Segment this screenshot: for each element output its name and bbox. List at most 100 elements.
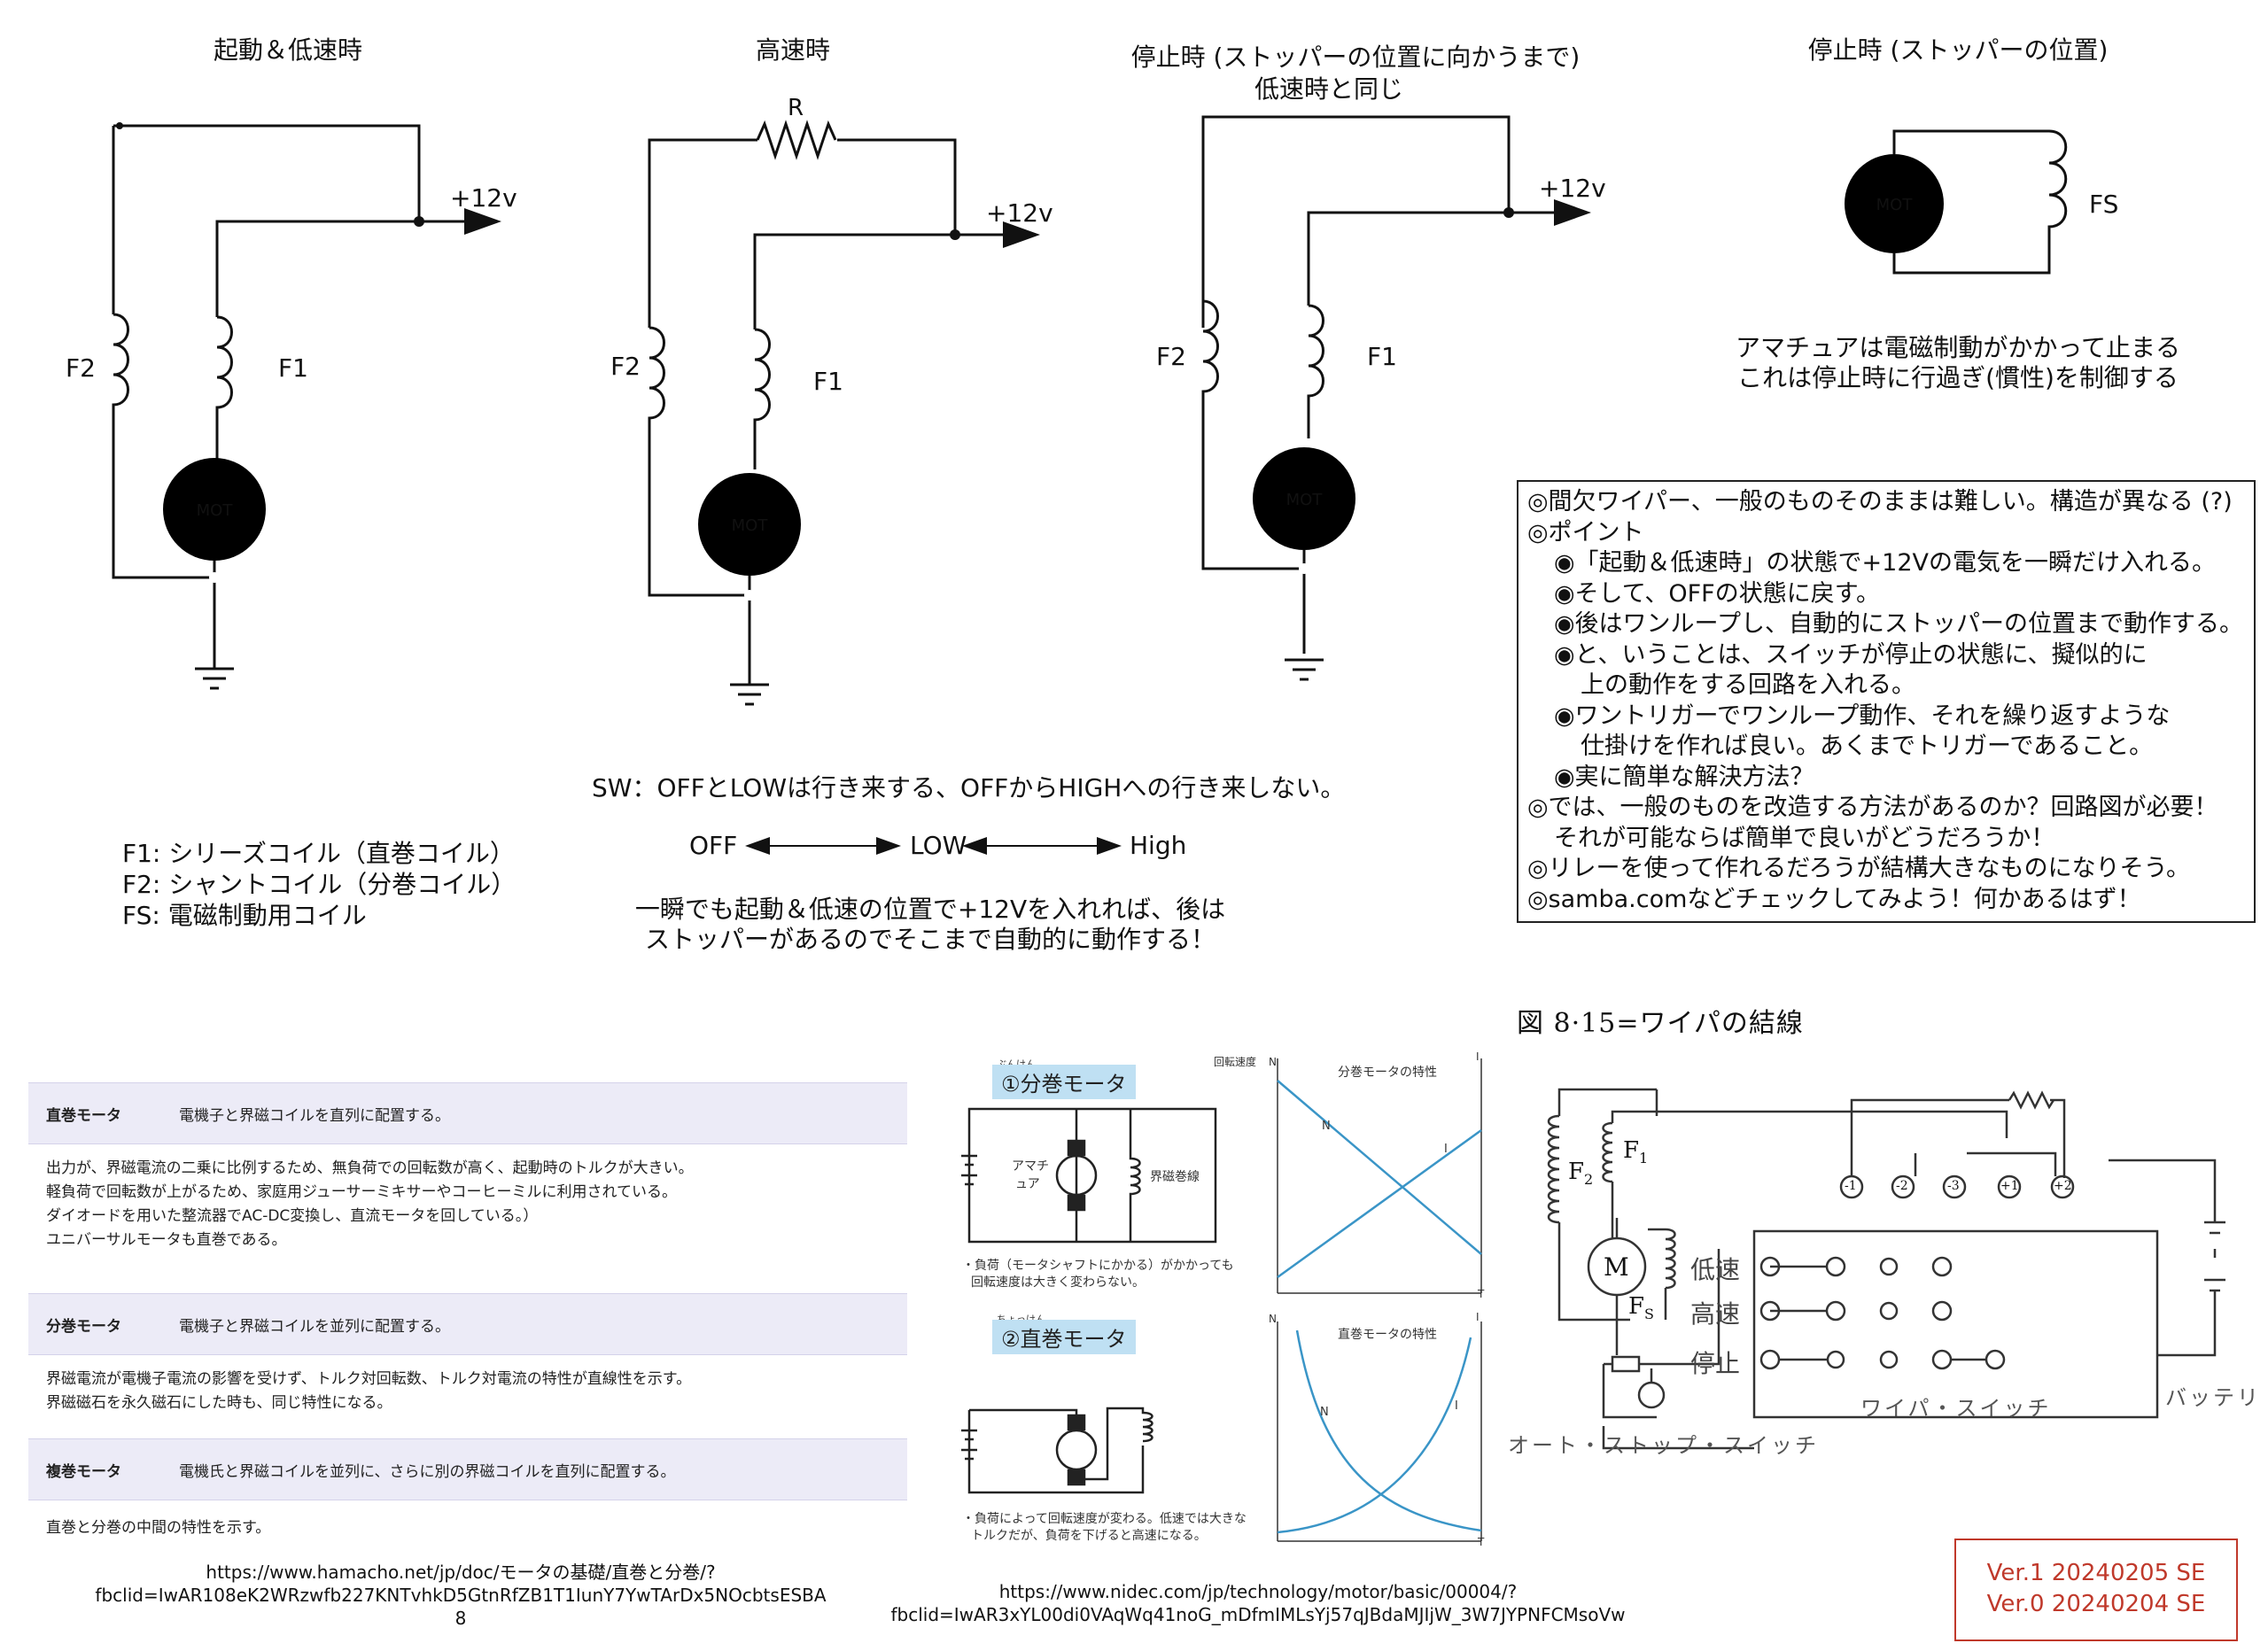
svg-text:+12v: +12v <box>986 198 1053 228</box>
svg-text:F1: F1 <box>278 353 308 383</box>
shunt-motor-body: 界磁電流が電機子電流の影響を受けず、トルク対回転数、トルク対電流の特性が直線性を… <box>46 1370 692 1412</box>
note-line: ◎リレーを使って作れるだろうが結構大きなものになりそう。 <box>1527 855 2190 882</box>
axis-i-label: I <box>1476 1311 1480 1323</box>
coil-f1 <box>215 315 233 459</box>
wiper-wiring-figure: 図 8·15=ワイパの結線 <box>1506 1001 2268 1497</box>
compound-motor-desc: 電機氏と界磁コイルを並列に、さらに別の界磁コイルを直列に配置する。 <box>179 1462 676 1481</box>
shunt-speed-line <box>1277 1080 1482 1255</box>
shunt-note: 回転速度は大きく変わらない。 <box>971 1275 1145 1290</box>
axis-t-label: T <box>1478 1288 1485 1300</box>
series-current-curve <box>1277 1337 1472 1534</box>
curve-n-label: N <box>1322 1120 1331 1133</box>
wiper-fs-label: FS <box>1628 1293 1655 1323</box>
shunt-motor-title: ①分巻モータ <box>992 1065 1136 1099</box>
armature-label: ュア <box>1015 1177 1040 1191</box>
wiper-motor-label: M <box>1604 1252 1629 1282</box>
notes-box: ◎間欠ワイパー、一般のものそのままは難しい。構造が異なる (?) ◎ポイント ◉… <box>1517 480 2256 923</box>
note-line: 仕掛けを作れば良い。あくまでトリガーであること。 <box>1581 732 2154 760</box>
circuit-stop-position-title: 停止時 (ストッパーの位置) <box>1807 35 2109 65</box>
note-line: ◉実に簡単な解決方法？ <box>1554 763 1814 791</box>
armature-label: アマチ <box>1012 1159 1049 1174</box>
note-line: ◎ポイント <box>1527 518 1644 546</box>
curve-n-label: N <box>1320 1406 1329 1419</box>
auto-stop-switch-label: オート・ストップ・スイッチ <box>1508 1433 1819 1458</box>
svg-text:MOT: MOT <box>1286 491 1324 509</box>
series-motor-desc: 電機子と界磁コイルを直列に配置する。 <box>179 1106 450 1125</box>
note-line: ◉後はワンループし、自動的にストッパーの位置まで動作する。 <box>1554 610 2243 638</box>
table-row-compound: 複巻モータ 電機氏と界磁コイルを並列に、さらに別の界磁コイルを直列に配置する。 <box>28 1438 907 1500</box>
circuit-high-speed-title: 高速時 <box>755 35 830 65</box>
svg-text:+12v: +12v <box>450 183 517 213</box>
terminal-minus-3: -3 <box>1947 1179 1960 1193</box>
switch-description: SW：OFFとLOWは行き来する、OFFからHIGHへの行き来しない。 <box>592 773 1346 802</box>
note-line: ◉ワントリガーでワンループ動作、それを繰り返すような <box>1554 701 2171 730</box>
circuit-stop-moving-subtitle: 低速時と同じ <box>1254 74 1403 104</box>
legend-f2: F2: シャントコイル（分巻コイル） <box>122 870 517 899</box>
coil-f2-high <box>648 326 665 430</box>
curve-i-label: I <box>1455 1399 1458 1413</box>
wiper-figure-title: 図 8·15=ワイパの結線 <box>1517 1008 1804 1039</box>
note-line: ◉そして、OFFの状態に戻す。 <box>1554 579 1881 608</box>
field-winding-label: 界磁巻線 <box>1150 1170 1200 1184</box>
switch-off-label: OFF <box>689 831 738 860</box>
compound-motor-name: 複巻モータ <box>46 1462 121 1481</box>
svg-text:MOT: MOT <box>1876 196 1914 214</box>
hamacho-source: https://www.hamacho.net/jp/doc/モータの基礎/直巻… <box>27 1561 895 1630</box>
wiper-f2-label: F2 <box>1568 1159 1594 1189</box>
axis-n-label: N <box>1269 1313 1277 1325</box>
motor-mot <box>163 458 266 561</box>
switch-stop-position: 停止 <box>1690 1349 1741 1378</box>
svg-text:R: R <box>788 95 804 121</box>
table-row-shunt: 分巻モータ 電機子と界磁コイルを並列に配置する。 <box>28 1293 907 1355</box>
series-motor-title: ②直巻モータ <box>992 1320 1136 1354</box>
table-row-series: 直巻モータ 電機子と界磁コイルを直列に配置する。 <box>28 1082 907 1144</box>
wiper-f1-label: F1 <box>1623 1137 1649 1167</box>
coil-fs <box>1892 129 2068 275</box>
switch-low-position: 低速 <box>1690 1255 1741 1284</box>
svg-text:MOT: MOT <box>197 501 234 520</box>
shunt-current-line <box>1277 1128 1482 1279</box>
axis-n-label: N <box>1269 1056 1277 1068</box>
note-line: 上の動作をする回路を入れる。 <box>1581 671 1915 699</box>
legend-f1: F1: シリーズコイル（直巻コイル） <box>122 839 515 868</box>
switch-high-position: 高速 <box>1690 1299 1741 1329</box>
coil-legend: F1: シリーズコイル（直巻コイル） F2: シャントコイル（分巻コイル） FS… <box>122 838 516 931</box>
svg-text:F1: F1 <box>813 367 843 396</box>
series-graph-title: 直巻モータの特性 <box>1338 1328 1437 1342</box>
version-line: Ver.1 20240205 SE <box>1986 1560 2206 1586</box>
terminal-minus-2: -2 <box>1896 1179 1908 1193</box>
note-line: ◎では、一般のものを改造する方法があるのか？回路図が必要！ <box>1527 794 2218 821</box>
terminal-minus-1: -1 <box>1845 1179 1857 1193</box>
nidec-circuits <box>961 1107 1217 1494</box>
compound-motor-body: 直巻と分巻の中間の特性を示す。 <box>46 1519 271 1537</box>
nidec-motor-figure: ぶんけん ①分巻モータ アマチ ュア 界磁巻線 ・負荷（モータシャフトにかかる）… <box>957 1045 1506 1559</box>
wiper-wiring-schematic <box>1547 1088 2225 1450</box>
version-line: Ver.0 20240204 SE <box>1986 1591 2206 1617</box>
series-motor-name: 直巻モータ <box>46 1106 121 1125</box>
curve-i-label: I <box>1444 1143 1448 1156</box>
coil-f2 <box>112 313 129 416</box>
switch-high-label: High <box>1130 831 1187 860</box>
svg-text:F1: F1 <box>1367 342 1397 371</box>
page-number: 8 <box>454 1608 467 1629</box>
shunt-note: ・負荷（モータシャフトにかかる）がかかっても <box>962 1259 1234 1273</box>
series-note: ・負荷によって回転速度が変わる。低速では大きな <box>962 1512 1247 1526</box>
terminal-plus-2: +2 <box>2054 1179 2072 1193</box>
svg-text:F2: F2 <box>66 353 96 383</box>
svg-text:+12v: +12v <box>1539 174 1606 203</box>
axis-t-label: T <box>1478 1536 1485 1548</box>
series-motor-body: 出力が、界磁電流の二乗に比例するため、無負荷での回転数が高く、起動時のトルクが大… <box>46 1159 694 1249</box>
svg-text:F2: F2 <box>1156 342 1186 371</box>
circuit-start-low-title: 起動＆低速時 <box>213 35 362 65</box>
note-line: ◉「起動＆低速時」の状態で+12Vの電気を一瞬だけ入れる。 <box>1554 549 2217 577</box>
resistor-r <box>756 120 837 160</box>
nidec-source: https://www.nidec.com/jp/technology/moto… <box>890 1581 1626 1625</box>
version-box: Ver.1 20240205 SE Ver.0 20240204 SE <box>1954 1539 2238 1641</box>
svg-text:FS: FS <box>2089 190 2118 219</box>
axis-i-label: I <box>1476 1050 1480 1063</box>
svg-text:MOT: MOT <box>732 516 769 535</box>
circuit-stop-position: MOT FS <box>1845 129 2118 275</box>
note-line: ◎samba.comなどチェックしてみよう！何かあるはず！ <box>1527 885 2141 913</box>
switch-low-label: LOW <box>910 831 967 860</box>
axis-speed-label: 回転速度 <box>1214 1056 1257 1068</box>
